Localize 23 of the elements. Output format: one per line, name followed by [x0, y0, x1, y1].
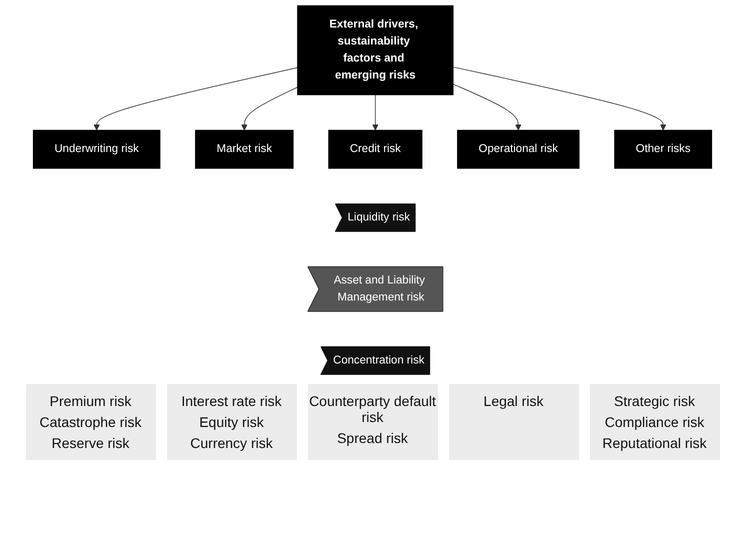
- risk-label: Compliance risk: [604, 414, 706, 430]
- arrow: [94, 67, 298, 130]
- risk-label: Reputational risk: [601, 435, 708, 451]
- risk-label: Legal risk: [482, 393, 544, 409]
- risk-label: Interest rate risk: [180, 393, 283, 409]
- node-box: Credit risk: [328, 130, 422, 169]
- arrow: [372, 94, 378, 130]
- risk-label: Catastrophe risk: [38, 414, 142, 430]
- risk-label: Strategic risk: [613, 393, 696, 409]
- node-box: Underwriting risk: [32, 130, 160, 169]
- arrow: [452, 66, 666, 130]
- risk-label: Reserve risk: [50, 435, 130, 451]
- node-box: Operational risk: [457, 130, 580, 169]
- arrow: [452, 84, 522, 130]
- risk-label: Spread risk: [336, 430, 409, 446]
- risk-label: Currency risk: [189, 435, 274, 451]
- node-box: Market risk: [195, 130, 294, 169]
- risk-label: Equity risk: [198, 414, 265, 430]
- node-box: External drivers, sustainability factors and emerging risks: [297, 5, 454, 96]
- risk-label: Premium risk: [48, 393, 132, 409]
- risk-label: Counterparty default risk: [308, 393, 437, 425]
- arrow: [241, 86, 298, 130]
- node-box: Other risks: [614, 130, 712, 169]
